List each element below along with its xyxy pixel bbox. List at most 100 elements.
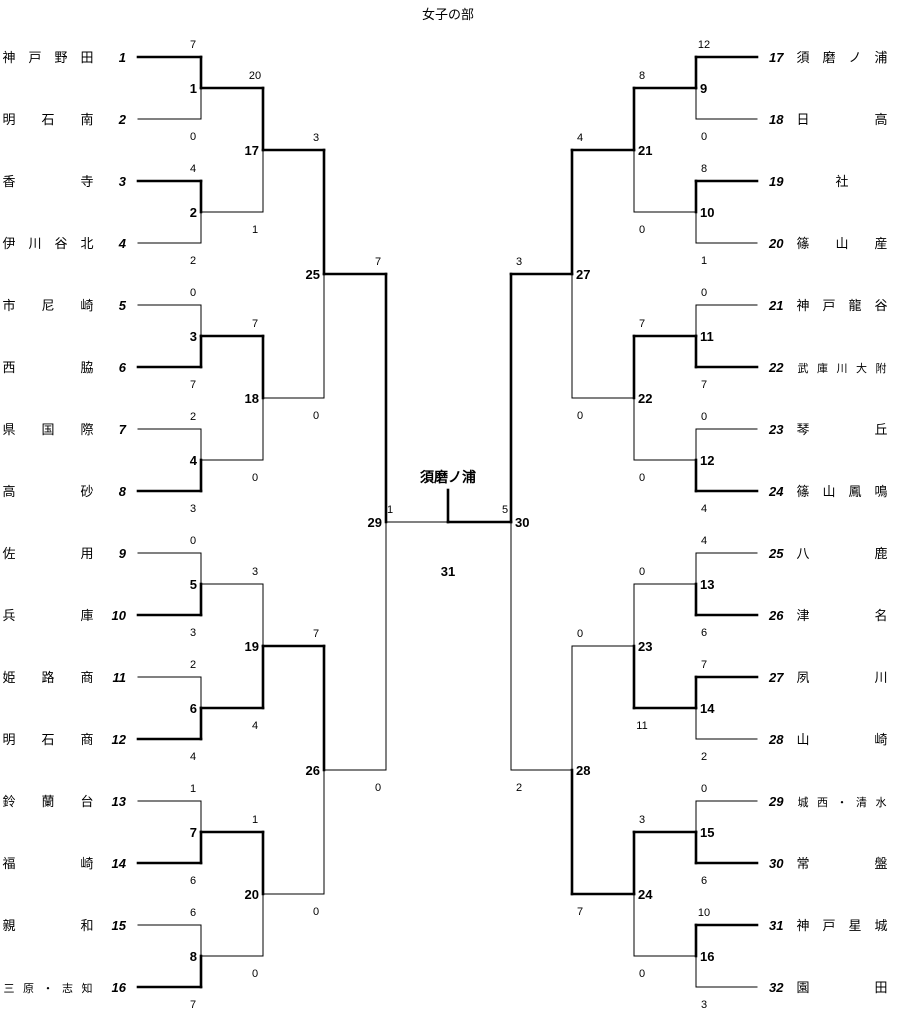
right_teams-team-25-seed: 25 xyxy=(768,546,784,561)
right_teams-team-20-name-char: 篠 xyxy=(796,237,809,252)
right-r2-game-23-top-score: 0 xyxy=(639,566,645,578)
right_teams-team-18-name-char: 日 xyxy=(796,113,809,128)
right-r1-game-11-top-score: 0 xyxy=(701,287,707,299)
right_teams-team-31-seed: 31 xyxy=(769,918,783,933)
right-r1-game-14-bottom-score: 2 xyxy=(701,751,707,763)
left-r2-game-17-number: 17 xyxy=(245,143,259,158)
right_teams-team-28-name-char: 崎 xyxy=(874,733,887,748)
left-r1-game-5-number: 5 xyxy=(190,577,197,592)
final-left-score: 1 xyxy=(387,504,393,516)
left_teams-team-9-seed: 9 xyxy=(119,546,127,561)
right_teams-team-21-seed: 21 xyxy=(768,298,783,313)
right_teams-team-18-seed: 18 xyxy=(769,112,784,127)
left-r1-game-6-number: 6 xyxy=(190,701,197,716)
left_teams-team-5-name-char: 尼 xyxy=(41,299,54,314)
right-r3-game-27-number: 27 xyxy=(576,267,590,282)
right-r2-game-22-top-score: 7 xyxy=(639,318,645,330)
right_teams-team-29-name-char: ・ xyxy=(837,796,848,809)
left-r2-game-20-number: 20 xyxy=(245,887,259,902)
left-r2-game-18-top-score: 7 xyxy=(252,318,258,330)
left_teams-team-1-seed: 1 xyxy=(119,50,126,65)
left_teams-team-3-name-char: 寺 xyxy=(80,175,93,190)
right_teams-team-24-name-char: 鳳 xyxy=(848,485,861,500)
right_teams-team-29-name-char: 清 xyxy=(856,796,867,809)
left_teams-team-4-seed: 4 xyxy=(118,236,127,251)
left_teams-team-2-name-char: 明 xyxy=(2,113,15,128)
right_teams-team-17-name-char: 須 xyxy=(796,51,809,66)
left_teams-team-1-name-char: 神 xyxy=(2,51,15,66)
left_teams-team-14-name-char: 崎 xyxy=(80,857,93,872)
left-r2-game-20-top-score: 1 xyxy=(252,814,258,826)
left-r1-game-4-top-score: 2 xyxy=(190,411,196,423)
left_teams-team-7-name-char: 県 xyxy=(2,423,15,438)
right_teams-team-23-name-char: 丘 xyxy=(874,423,887,438)
left_teams-team-8-seed: 8 xyxy=(119,484,127,499)
left-r1-game-3-top-score: 0 xyxy=(190,287,196,299)
left_teams-team-16-seed: 16 xyxy=(112,980,127,995)
right_teams-team-31-name-char: 神 xyxy=(796,919,809,934)
right-r1-game-16-bottom-score: 3 xyxy=(701,999,707,1011)
right-r1-game-16-top-score: 10 xyxy=(698,907,710,919)
right-r1-game-9-number: 9 xyxy=(700,81,707,96)
left-r2-game-19-number: 19 xyxy=(245,639,259,654)
left-r1-game-1-number: 1 xyxy=(190,81,197,96)
left_teams-team-12-name-char: 石 xyxy=(41,733,54,748)
left_teams-team-12-seed: 12 xyxy=(112,732,127,747)
right-r2-game-21-top-score: 8 xyxy=(639,70,645,82)
right-r3-game-28-number: 28 xyxy=(576,763,590,778)
right-r1-game-15-number: 15 xyxy=(700,825,714,840)
bracket-labels: 1702423074235036247168671720118701934201… xyxy=(2,39,887,1011)
right-r1-game-9-top-score: 12 xyxy=(698,39,710,51)
left-r2-game-18-number: 18 xyxy=(245,391,259,406)
right_teams-team-29-name-char: 西 xyxy=(817,796,828,809)
right_teams-team-31-name-char: 戸 xyxy=(822,919,835,934)
left-r1-game-8-number: 8 xyxy=(190,949,197,964)
left_teams-team-12-name-char: 商 xyxy=(80,733,93,748)
left-r2-game-17-bottom-score: 1 xyxy=(252,224,258,236)
right-r4-game-30-number: 30 xyxy=(515,515,529,530)
left-r1-game-7-bottom-score: 6 xyxy=(190,875,196,887)
right_teams-team-26-name-char: 名 xyxy=(874,608,887,624)
final-right-score: 5 xyxy=(502,504,508,516)
right-r2-game-21-bottom-score: 0 xyxy=(639,224,645,236)
left_teams-team-11-name-char: 商 xyxy=(80,671,93,686)
left_teams-team-15-name-char: 和 xyxy=(80,919,93,934)
right-r1-game-12-top-score: 0 xyxy=(701,411,707,423)
left_teams-team-5-seed: 5 xyxy=(119,298,127,313)
right_teams-team-18-name-char: 高 xyxy=(874,112,887,128)
right_teams-team-27-name-char: 川 xyxy=(874,671,887,686)
left_teams-team-1-name-char: 田 xyxy=(80,51,93,66)
right_teams-team-21-name-char: 龍 xyxy=(848,298,861,314)
right_teams-team-31-name-char: 城 xyxy=(874,919,887,934)
left-r1-game-1-bottom-score: 0 xyxy=(190,131,196,143)
right-r1-game-15-bottom-score: 6 xyxy=(701,875,707,887)
right_teams-team-29-name-char: 城 xyxy=(798,796,809,809)
left-r1-game-7-top-score: 1 xyxy=(190,783,196,795)
left_teams-team-11-seed: 11 xyxy=(113,670,127,685)
left_teams-team-16-name-char: ・ xyxy=(43,982,54,995)
left_teams-team-15-seed: 15 xyxy=(112,918,127,933)
right_teams-team-22-name-char: 大 xyxy=(856,361,867,375)
right_teams-team-27-name-char: 夙 xyxy=(796,671,809,686)
left-r1-game-8-top-score: 6 xyxy=(190,907,196,919)
left-r1-game-5-top-score: 0 xyxy=(190,535,196,547)
right_teams-team-22-seed: 22 xyxy=(768,360,784,375)
left_teams-team-9-name-char: 用 xyxy=(80,547,93,562)
right_teams-team-21-name-char: 神 xyxy=(796,299,809,314)
left_teams-team-14-seed: 14 xyxy=(112,856,127,871)
right-r1-game-13-number: 13 xyxy=(700,577,714,592)
left_teams-team-1-name-char: 野 xyxy=(54,51,67,66)
right_teams-team-17-name-char: ノ xyxy=(848,51,861,66)
right-r1-game-13-top-score: 4 xyxy=(701,535,707,547)
champion-name: 須磨ノ浦 xyxy=(419,469,476,486)
right-r2-game-24-number: 24 xyxy=(638,887,653,902)
left-r3-game-25-bottom-score: 0 xyxy=(313,410,319,422)
bracket-title: 女子の部 xyxy=(422,7,474,23)
left_teams-team-13-name-char: 台 xyxy=(80,795,93,810)
left_teams-team-1-name-char: 戸 xyxy=(28,51,41,66)
left_teams-team-2-name-char: 南 xyxy=(80,112,93,128)
right_teams-team-20-name-char: 産 xyxy=(874,236,887,252)
left-r1-game-6-top-score: 2 xyxy=(190,659,196,671)
left_teams-team-5-name-char: 市 xyxy=(2,298,15,314)
